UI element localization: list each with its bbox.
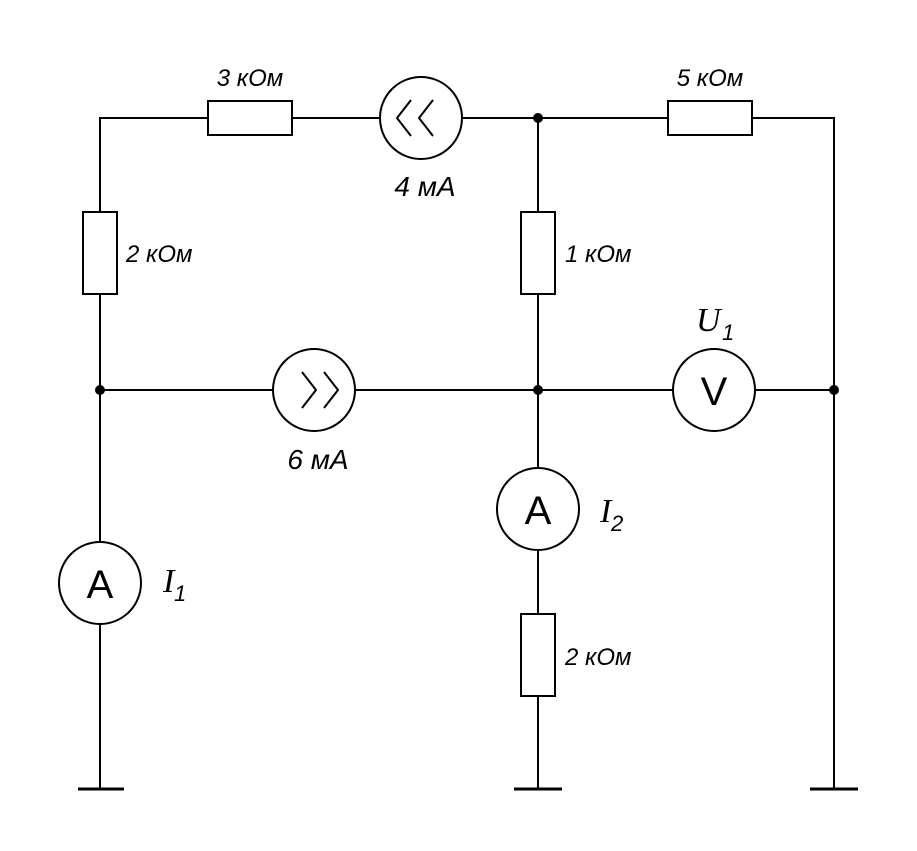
voltmeter-symbol: V: [701, 370, 728, 414]
resistor-2k-left: [82, 211, 118, 295]
label-i1-subscript: 1: [174, 581, 186, 606]
label-current-source-4ma: 4 мА: [394, 171, 455, 202]
label-resistor-5k: 5 кОм: [677, 65, 743, 92]
ammeter-i2: A: [496, 467, 580, 551]
junction-node: [533, 385, 543, 395]
junction-node: [95, 385, 105, 395]
arrow-left-icon: [395, 99, 412, 137]
label-resistor-2k-bottom: 2 кОм: [564, 644, 631, 671]
label-i2: I 2: [599, 493, 623, 536]
label-resistor-1k: 1 кОм: [565, 241, 631, 268]
current-source-4ma: [379, 76, 463, 160]
label-i1: I 1: [162, 563, 186, 606]
junction-node: [829, 385, 839, 395]
resistor-3k: [207, 100, 293, 136]
resistor-5k: [667, 100, 753, 136]
ammeter-i1: A: [58, 541, 142, 625]
label-u1: U 1: [696, 302, 734, 345]
voltmeter-u1: V: [672, 348, 756, 432]
label-i1-letter: I: [162, 563, 176, 600]
wires: [99, 117, 835, 789]
label-current-source-6ma: 6 мА: [287, 444, 348, 475]
resistor-2k-bottom: [520, 613, 556, 697]
current-source-6ma: [272, 348, 356, 432]
label-resistor-3k: 3 кОм: [217, 65, 283, 92]
label-i2-subscript: 2: [610, 511, 623, 536]
label-u1-subscript: 1: [722, 320, 734, 345]
label-i2-letter: I: [599, 493, 613, 530]
ammeter-symbol: A: [525, 489, 552, 533]
resistor-1k: [520, 211, 556, 295]
arrow-right-icon: [301, 371, 318, 409]
label-u1-letter: U: [696, 302, 723, 339]
ammeter-symbol: A: [87, 563, 114, 607]
arrow-right-icon: [323, 371, 340, 409]
arrow-left-icon: [417, 99, 434, 137]
junction-node: [533, 113, 543, 123]
label-resistor-2k-left: 2 кОм: [125, 241, 192, 268]
